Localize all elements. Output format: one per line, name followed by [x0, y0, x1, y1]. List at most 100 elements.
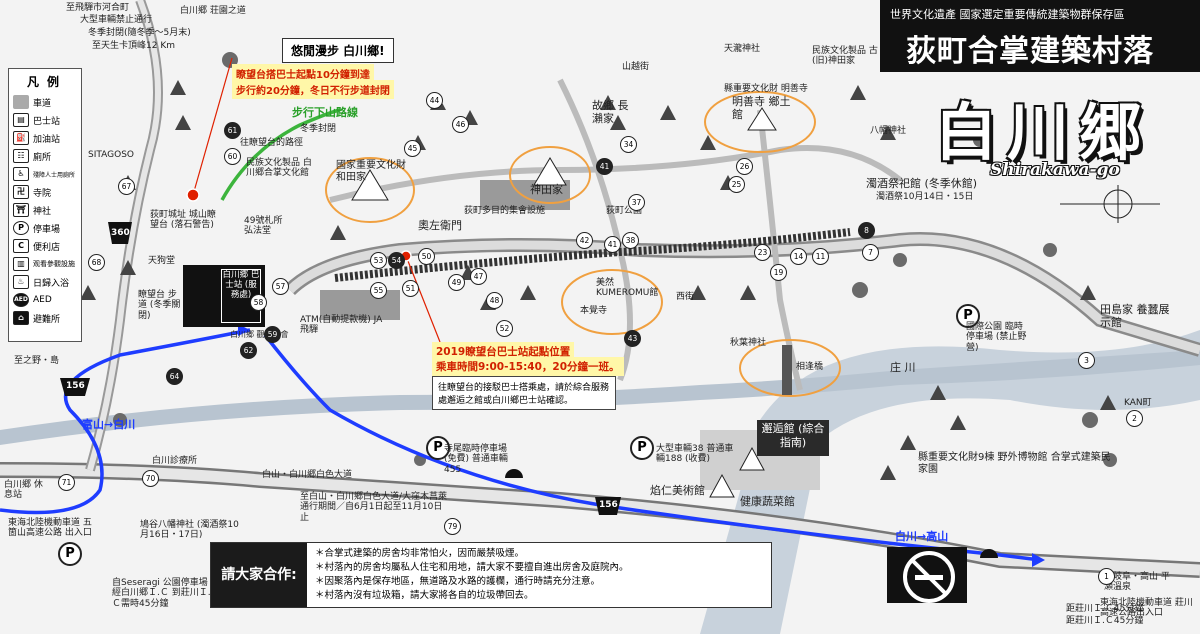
legend-label: 車道 [33, 98, 52, 109]
tourism-association: 白川郷 觀光協會 [230, 330, 289, 339]
deai-bridge [782, 345, 792, 395]
lot-number: 34 [620, 136, 637, 153]
tunnel-icon [505, 469, 523, 478]
lot-number: 50 [418, 248, 435, 265]
toyama-arrow-icon [238, 324, 250, 336]
lot-number: 58 [250, 294, 267, 311]
lot-number: 1 [1098, 568, 1115, 585]
catchphrase: 悠閒漫步 白川鄉! [282, 38, 394, 63]
parking-icon: P [13, 221, 29, 235]
lot-number: 54 [388, 252, 405, 269]
place-label: 荻町公園 [606, 206, 643, 216]
bus-info-box: 往瞭望台的接駁巴士搭乘處，請於綜合服務處邂逅之館或白川鄉巴士站確認。 [432, 376, 616, 410]
legend-item-info: ▥ 观看參觀設施 [13, 257, 75, 271]
lot-number: 14 [790, 248, 807, 265]
place-label: 大型車輛38 普通車輛188 (收費) [656, 444, 734, 465]
place-label: 縣重要文化財 明善寺 [724, 84, 808, 94]
place-label: 濁酒祭祀館 (冬季休館) [866, 177, 978, 190]
place-label: 白山・白川郷白色大道 [262, 470, 353, 480]
legend-item-parking: P 停車場 [13, 221, 60, 235]
parking-icon[interactable]: P [630, 436, 654, 460]
lot-number: 61 [224, 122, 241, 139]
lot-number: 38 [622, 232, 639, 249]
parking-icon[interactable]: P [956, 304, 980, 328]
legend-item-temple: 卍 寺院 [13, 185, 51, 199]
legend-item-bus: ▤ 巴士站 [13, 113, 60, 127]
place-label: 至白山・白川郷白色大道/大窪木莒萊 通行期間／自6月1日起至11月10日止 [300, 492, 448, 523]
place-label: 白川診療所 [152, 456, 198, 466]
legend-label: 殘障人士用廁所 [33, 171, 76, 179]
lot-number: 19 [770, 264, 787, 281]
legend-item-aed: AED AED [13, 293, 52, 307]
place-label: 東海北陸機動車道 莊川高速公路出入口 [1100, 598, 1193, 619]
route-156-shield-icon [60, 378, 90, 396]
lot-number: 26 [736, 158, 753, 175]
parking-icon[interactable]: P [426, 436, 450, 460]
notice-line: ＊村落內沒有垃圾箱，請大家將各自的垃圾帶回去。 [315, 590, 534, 601]
lot-number: 60 [224, 148, 241, 165]
gas-station-icon: ⛽ [13, 131, 29, 145]
lot-number: 51 [402, 280, 419, 297]
legend-title: 凡例 [27, 75, 68, 89]
lot-number: 44 [426, 92, 443, 109]
lot-number: 42 [576, 232, 593, 249]
place-label: 秋葉神社 [730, 338, 767, 348]
kanda-house-circle [509, 146, 591, 204]
legend-item-bath: ♨ 日歸入浴 [13, 275, 69, 289]
place-label: 距莊川Ｉ.Ｃ45分鐘 [1066, 616, 1144, 626]
route-360-number: 360 [111, 228, 130, 238]
lot-number: 53 [370, 252, 387, 269]
place-label: 民族文化製品 古(旧)神田家 [812, 46, 878, 67]
lot-number: 23 [754, 244, 771, 261]
tourist-info-icon: ▥ [13, 257, 29, 271]
place-label: 至天生卡頂峰12 Km [92, 41, 175, 51]
walk-down-route [220, 108, 341, 201]
place-label: 往瞭望台的路徑 [240, 138, 304, 148]
title-subtitle: 世界文化遺產 國家選定重要傳統建築物群保存區 [890, 8, 1125, 21]
lot-number: 43 [624, 330, 641, 347]
kumeromu-circle [561, 269, 663, 335]
place-label: 相逢橋 [796, 362, 824, 372]
place-label: 西街 [676, 292, 695, 302]
hot-spring-icon: ♨ [13, 275, 29, 289]
legend-item-shrine: ⛩ 神社 [13, 203, 51, 217]
legend-item-gas: ⛽ 加油站 [13, 131, 60, 145]
notice-lines: ＊合掌式建築的房舍均非常怕火，因而嚴禁吸煙。 ＊村落內的房舍均屬私人住宅和用地，… [315, 547, 629, 603]
shirakawa-logo: 白川郷 [935, 96, 1152, 169]
legend-item-road: 車道 [13, 95, 51, 109]
temple-icon: 卍 [13, 185, 29, 199]
place-label: 天狗堂 [148, 256, 176, 266]
place-label: 國際公園 臨時停車場 (禁止野營) [966, 322, 1027, 353]
deai-no-yakata[interactable]: 邂逅館 (綜合指南) [757, 420, 829, 456]
place-label: 奧左衛門 [418, 219, 462, 232]
place-label: SITAGOSO [88, 150, 135, 160]
wada-house-icon [351, 169, 389, 201]
lot-number: 48 [486, 292, 503, 309]
walk-down-label: 步行下山路線 [292, 106, 358, 119]
place-label: 荻町多目的集會設施 [464, 206, 546, 216]
legend-item-shelter: ⌂ 避難所 [13, 311, 60, 325]
lot-number: 37 [628, 194, 645, 211]
toilet-icon: ☷ [13, 149, 29, 163]
myozenji-circle [704, 91, 816, 153]
legend-label: 日歸入浴 [33, 278, 70, 289]
place-label: 距莊川Ｉ.Ｃ45分鐘 [1066, 604, 1144, 614]
lot-number: 49 [448, 274, 465, 291]
notice-line: ＊因聚落內是保存地區，無道路及水路的護欄，通行時請充分注意。 [315, 576, 601, 587]
lot-number: 62 [240, 342, 257, 359]
myozenji-label: 明善寺 鄉土館 [732, 95, 791, 121]
legend-label: AED [33, 295, 52, 305]
place-label: 至岐阜・高山 平瀨溫泉 [1104, 572, 1170, 593]
lot-number: 67 [118, 178, 135, 195]
place-label: 東海北陸機動車道 五箇山高速公路 出入口 [8, 518, 92, 539]
legend-label: 寺院 [33, 188, 52, 199]
place-label: KAN町 [1124, 398, 1152, 408]
title-block: 世界文化遺產 國家選定重要傳統建築物群保存區 荻町合掌建築村落 [880, 0, 1200, 72]
place-label: 美然 KUMEROMU館 [596, 278, 659, 299]
route-156-shield-b-icon [595, 497, 621, 515]
parking-icon[interactable]: P [58, 542, 82, 566]
legend-item-accessible: ♿ 殘障人士用廁所 [13, 167, 75, 181]
note-tenbodai-walk: 步行約20分鐘，冬日不行步道封閉 [232, 80, 394, 99]
note-bus-2019-title: 2019瞭望台巴士站起點位置 [432, 342, 575, 361]
lot-number: 25 [728, 176, 745, 193]
